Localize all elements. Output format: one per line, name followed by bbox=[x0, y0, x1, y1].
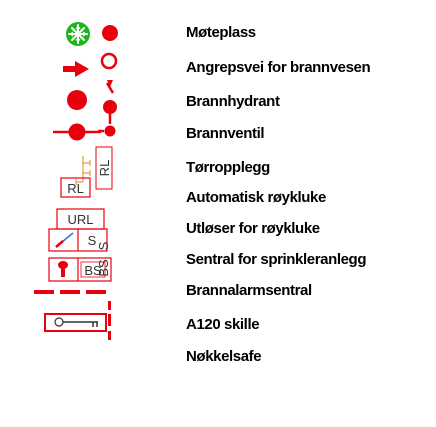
legend-row-angrepsvei: Angrepsvei for brannvesen bbox=[0, 53, 436, 83]
legend-row-nokkelsafe: Nøkkelsafe bbox=[0, 342, 436, 372]
legend-row-automatisk-roykluke: Automatisk røykluke bbox=[0, 183, 436, 213]
legend-row-a120-skille: A120 skille bbox=[0, 310, 436, 340]
legend-row-brannhydrant: Brannhydrant bbox=[0, 87, 436, 117]
s-rotated-text: S bbox=[96, 241, 111, 250]
red-symbol-overlay: RL S BS bbox=[95, 25, 118, 340]
legend-row-moteplass: Møteplass bbox=[0, 18, 436, 48]
key-safe-icon bbox=[44, 313, 107, 332]
legend-label-angrepsvei: Angrepsvei for brannvesen bbox=[186, 59, 371, 76]
legend-row-brannalarmsentral: Brannalarmsentral bbox=[0, 276, 436, 306]
legend-label-brannhydrant: Brannhydrant bbox=[186, 93, 280, 110]
rl-box-text: RL bbox=[67, 181, 84, 196]
a120-dashed-line-icon bbox=[34, 290, 106, 294]
legend-label-utloser-for-roykluke: Utløser for røykluke bbox=[186, 220, 320, 237]
fire-alarm-central-icon: BS bbox=[48, 257, 112, 282]
legend-row-brannventil: Brannventil bbox=[0, 119, 436, 149]
red-dot-icon bbox=[67, 90, 87, 110]
sprinkler-central-icon: S bbox=[48, 228, 108, 252]
rl-rotated-text: RL bbox=[97, 160, 112, 177]
legend-label-automatisk-roykluke: Automatisk røykluke bbox=[186, 189, 326, 206]
sprinkler-central-text: S bbox=[88, 233, 97, 248]
legend-label-brannalarmsentral: Brannalarmsentral bbox=[186, 282, 312, 299]
legend-label-moteplass: Møteplass bbox=[186, 24, 256, 41]
legend-row-utloser-for-roykluke: Utløser for røykluke bbox=[0, 214, 436, 244]
rl-box-icon: RL bbox=[60, 177, 91, 198]
legend-label-torropplegg: Tørropplegg bbox=[186, 159, 270, 176]
arrow-right-icon bbox=[63, 61, 89, 77]
legend-label-sprinkleranlegg: Sentral for sprinkleranlegg bbox=[186, 251, 367, 268]
fire-alarm-central-text: BS bbox=[84, 263, 102, 278]
bs-rotated-text: BS bbox=[96, 259, 111, 277]
legend-label-brannventil: Brannventil bbox=[186, 125, 265, 142]
legend-label-a120-skille: A120 skille bbox=[186, 316, 260, 333]
fire-valve-icon bbox=[53, 123, 101, 141]
legend-row-sprinkleranlegg: Sentral for sprinkleranlegg bbox=[0, 245, 436, 275]
legend-label-nokkelsafe: Nøkkelsafe bbox=[186, 348, 262, 365]
assembly-point-icon bbox=[66, 22, 90, 46]
url-box-text: URL bbox=[67, 212, 93, 227]
legend-row-torropplegg: Tørropplegg bbox=[0, 153, 436, 183]
